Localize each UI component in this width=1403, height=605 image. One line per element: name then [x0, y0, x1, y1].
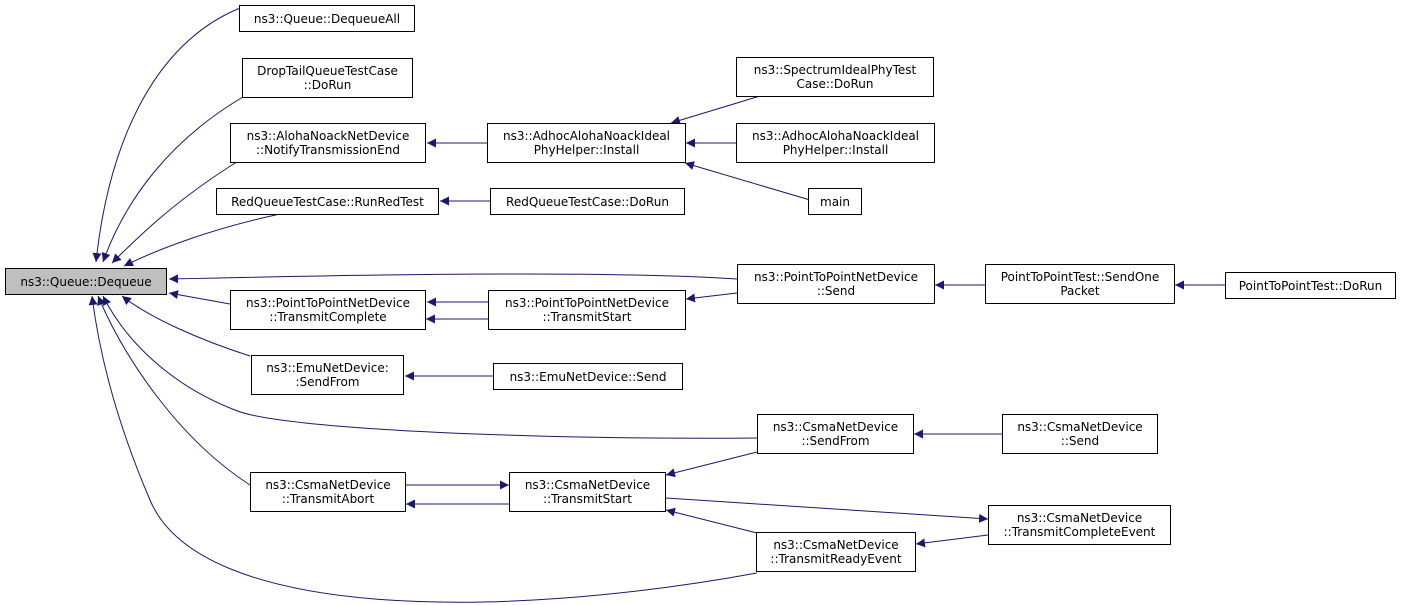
- node-label-2: ::SendFrom: [801, 434, 870, 448]
- node-p2p-test-send-one-packet[interactable]: PointToPointTest::SendOne Packet: [985, 264, 1175, 304]
- edge-p2p-send-root: [168, 273, 738, 284]
- node-label: RedQueueTestCase::RunRedTest: [231, 194, 424, 209]
- edge-csma-txready-root: [88, 295, 758, 603]
- node-label: RedQueueTestCase::DoRun: [506, 194, 669, 209]
- node-p2p-transmit-start[interactable]: ns3::PointToPointNetDevice ::TransmitSta…: [488, 290, 686, 330]
- node-csma-send-from[interactable]: ns3::CsmaNetDevice ::SendFrom: [757, 414, 914, 454]
- node-label: ns3::CsmaNetDevice: [265, 478, 391, 492]
- node-label: PointToPointTest::DoRun: [1238, 278, 1383, 293]
- node-adhoc-aloha-install[interactable]: ns3::AdhocAlohaNoackIdeal PhyHelper::Ins…: [487, 123, 686, 163]
- node-label: ns3::EmuNetDevice:: [266, 361, 389, 375]
- node-label-2: PhyHelper::Install: [533, 143, 640, 157]
- edge-droptail: [101, 96, 244, 263]
- node-droptail-queue-test-dorun[interactable]: DropTailQueueTestCase ::DoRun: [242, 58, 413, 98]
- node-label-2: PhyHelper::Install: [782, 143, 889, 157]
- node-label: ns3::AdhocAlohaNoackIdeal: [502, 129, 671, 143]
- node-label-2: Case::DoRun: [796, 77, 874, 91]
- node-label-2: ::TransmitStart: [542, 310, 632, 324]
- node-p2p-transmit-complete[interactable]: ns3::PointToPointNetDevice ::TransmitCom…: [230, 290, 426, 330]
- node-label-2: ::TransmitReadyEvent: [770, 552, 902, 566]
- edge-redtest: [123, 213, 281, 267]
- node-label-2: ::NotifyTransmissionEnd: [256, 143, 400, 157]
- node-label-2: ::DoRun: [303, 78, 352, 92]
- node-label-2: ::TransmitCompleteEvent: [1003, 525, 1156, 539]
- node-csma-transmit-start[interactable]: ns3::CsmaNetDevice ::TransmitStart: [509, 472, 666, 512]
- node-p2p-send[interactable]: ns3::PointToPointNetDevice ::Send: [737, 264, 935, 304]
- node-queue-dequeueall[interactable]: ns3::Queue::DequeueAll: [239, 5, 415, 32]
- node-red-queue-dorun[interactable]: RedQueueTestCase::DoRun: [490, 188, 685, 215]
- node-label: DropTailQueueTestCase: [257, 64, 398, 78]
- node-label: PointToPointTest::SendOne: [1000, 270, 1160, 284]
- node-label: ns3::CsmaNetDevice: [773, 538, 899, 552]
- node-label: ns3::CsmaNetDevice: [1016, 511, 1143, 525]
- node-label: ns3::Queue::Dequeue: [20, 274, 152, 289]
- node-label-2: ::TransmitAbort: [281, 492, 375, 506]
- node-csma-transmit-complete-event[interactable]: ns3::CsmaNetDevice ::TransmitCompleteEve…: [988, 505, 1171, 545]
- node-label: ns3::CsmaNetDevice: [772, 420, 899, 434]
- node-csma-transmit-ready-event[interactable]: ns3::CsmaNetDevice ::TransmitReadyEvent: [756, 532, 916, 572]
- edge-csma-txstart-complete: [665, 497, 989, 523]
- node-label: ns3::PointToPointNetDevice: [505, 296, 669, 310]
- edge-p2p-send-txstart: [685, 292, 738, 303]
- edge-csma-sendfrom-root: [102, 295, 758, 439]
- edge-aloha-notify: [111, 159, 241, 264]
- node-main[interactable]: main: [808, 188, 862, 215]
- node-label: main: [820, 194, 850, 209]
- node-emu-send-from[interactable]: ns3::EmuNetDevice: :SendFrom: [251, 355, 404, 395]
- node-label-2: ::TransmitStart: [543, 492, 632, 506]
- node-aloha-notify-transmission-end[interactable]: ns3::AlohaNoackNetDevice ::NotifyTransmi…: [230, 123, 426, 163]
- node-red-queue-run-red-test[interactable]: RedQueueTestCase::RunRedTest: [216, 188, 439, 215]
- node-csma-transmit-abort[interactable]: ns3::CsmaNetDevice ::TransmitAbort: [250, 472, 406, 512]
- node-label: ns3::PointToPointNetDevice: [754, 270, 918, 284]
- edge-dequeueall: [92, 7, 241, 263]
- edge-csma-complete-ready: [915, 534, 989, 548]
- node-label: ns3::PointToPointNetDevice: [246, 296, 410, 310]
- node-label-2: :SendFrom: [295, 375, 360, 389]
- edge-main: [684, 161, 811, 201]
- edge-spectrum: [670, 95, 761, 125]
- node-label: ns3::AdhocAlohaNoackIdeal: [751, 129, 920, 143]
- edge-csma-sendfrom-txstart: [665, 451, 758, 478]
- node-label-2: ::TransmitComplete: [269, 310, 387, 324]
- node-label: ns3::AlohaNoackNetDevice: [246, 129, 410, 143]
- node-spectrum-ideal-phy-test-dorun[interactable]: ns3::SpectrumIdealPhyTest Case::DoRun: [736, 57, 934, 97]
- node-label: ns3::CsmaNetDevice: [524, 478, 651, 492]
- node-label: ns3::Queue::DequeueAll: [253, 11, 401, 26]
- node-p2p-test-dorun[interactable]: PointToPointTest::DoRun: [1225, 272, 1396, 299]
- edge-csma-txready-txstart: [665, 507, 758, 534]
- edge-emu-sendfrom: [121, 295, 251, 357]
- node-emu-send[interactable]: ns3::EmuNetDevice::Send: [493, 363, 683, 390]
- edge-p2p-txcomplete: [168, 290, 231, 305]
- node-label: ns3::EmuNetDevice::Send: [509, 369, 667, 384]
- node-label-2: ::Send: [1060, 434, 1100, 448]
- node-label-2: Packet: [1060, 284, 1100, 298]
- node-label: ns3::SpectrumIdealPhyTest: [753, 63, 917, 77]
- node-label: ns3::CsmaNetDevice: [1017, 420, 1143, 434]
- node-queue-dequeue[interactable]: ns3::Queue::Dequeue: [5, 268, 167, 295]
- edge-csma-txabort: [97, 295, 251, 486]
- node-csma-send[interactable]: ns3::CsmaNetDevice ::Send: [1002, 414, 1158, 454]
- node-adhoc-aloha-install-caller[interactable]: ns3::AdhocAlohaNoackIdeal PhyHelper::Ins…: [736, 123, 935, 163]
- node-label-2: ::Send: [816, 284, 856, 298]
